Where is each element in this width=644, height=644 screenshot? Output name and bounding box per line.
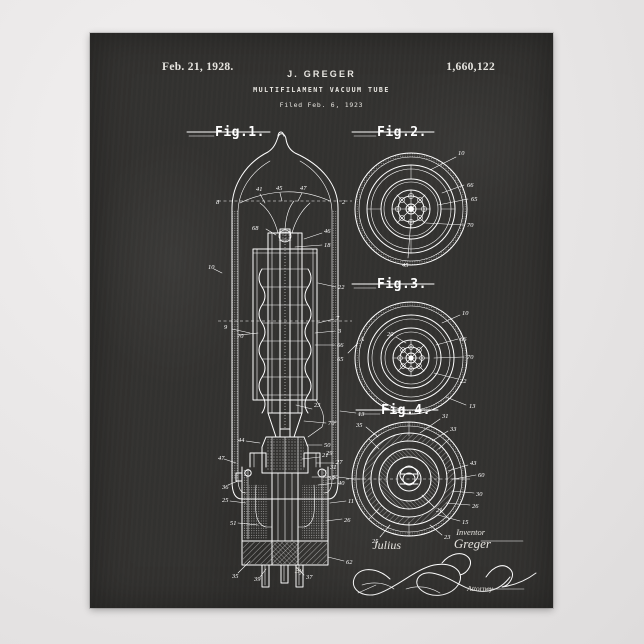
svg-text:47: 47 <box>300 185 307 192</box>
inventor-first: Julius <box>372 538 401 553</box>
svg-text:22: 22 <box>460 378 467 385</box>
svg-text:2: 2 <box>342 199 346 206</box>
svg-text:18: 18 <box>324 242 331 249</box>
svg-text:31: 31 <box>441 413 448 420</box>
svg-text:8: 8 <box>216 199 220 206</box>
by-label: By <box>295 566 303 575</box>
svg-text:35: 35 <box>355 422 362 429</box>
svg-text:41: 41 <box>256 186 262 193</box>
svg-text:13: 13 <box>469 403 475 410</box>
svg-text:66: 66 <box>460 336 467 343</box>
svg-text:26: 26 <box>344 517 351 524</box>
fig2-drawing: 10 66 65 70 45 <box>355 150 477 269</box>
svg-text:35: 35 <box>327 475 334 482</box>
svg-text:26: 26 <box>472 503 479 510</box>
svg-text:11: 11 <box>348 498 354 505</box>
svg-text:70ª: 70ª <box>328 420 337 427</box>
svg-text:37: 37 <box>305 574 313 581</box>
patent-sheet: Feb. 21, 1928. 1,660,122 J. GREGER MULTI… <box>90 33 553 608</box>
svg-text:21: 21 <box>436 507 442 514</box>
svg-text:20: 20 <box>387 331 394 338</box>
svg-text:65: 65 <box>471 196 477 203</box>
svg-text:27: 27 <box>336 459 343 466</box>
svg-text:45: 45 <box>276 185 282 192</box>
svg-text:25: 25 <box>222 497 228 504</box>
svg-text:3: 3 <box>337 328 341 335</box>
svg-text:10: 10 <box>208 264 215 271</box>
inventor-last: Greger <box>454 536 491 552</box>
svg-text:36: 36 <box>221 484 229 491</box>
attorney-label: Attorney <box>467 584 493 593</box>
svg-text:43: 43 <box>470 460 476 467</box>
patent-poster[interactable]: Feb. 21, 1928. 1,660,122 J. GREGER MULTI… <box>90 33 553 608</box>
fig3-caption: Fig.3. <box>352 277 434 292</box>
svg-text:70: 70 <box>467 222 474 229</box>
svg-text:29: 29 <box>326 450 333 457</box>
svg-text:65: 65 <box>337 356 343 363</box>
svg-text:44: 44 <box>238 437 245 444</box>
svg-text:10: 10 <box>458 150 465 157</box>
svg-text:30: 30 <box>475 491 483 498</box>
fig4-drawing: 3133 35 35 4360 3026 15 21 2523 <box>327 413 485 545</box>
svg-text:47: 47 <box>218 455 225 462</box>
svg-text:10: 10 <box>462 310 469 317</box>
fig2-caption: Fig.2. <box>352 125 434 140</box>
patent-drawings: .ln{fill:none;stroke:#ffffff;stroke-widt… <box>90 33 553 608</box>
svg-text:22: 22 <box>338 284 345 291</box>
svg-text:45: 45 <box>402 262 408 269</box>
svg-text:46: 46 <box>324 228 331 235</box>
svg-text:68: 68 <box>252 225 259 232</box>
svg-text:35: 35 <box>231 573 238 580</box>
svg-text:33: 33 <box>449 426 456 433</box>
svg-text:9: 9 <box>224 324 228 331</box>
svg-text:31: 31 <box>329 464 336 471</box>
svg-text:15: 15 <box>462 519 468 526</box>
fig1-caption: Fig.1. <box>187 125 270 140</box>
svg-text:40: 40 <box>338 480 345 487</box>
svg-text:23: 23 <box>444 534 450 541</box>
svg-text:13: 13 <box>358 411 364 418</box>
fig4-caption: Fig.4. <box>356 403 438 418</box>
svg-text:62: 62 <box>346 559 353 566</box>
fig1-drawing: 414547 82 684618 227 36665 970 A 13 10 2… <box>208 132 364 587</box>
svg-text:70: 70 <box>467 354 474 361</box>
svg-text:39: 39 <box>253 576 261 583</box>
svg-text:70: 70 <box>237 333 244 340</box>
svg-text:60: 60 <box>478 472 485 479</box>
svg-text:66: 66 <box>337 342 344 349</box>
fig3-drawing: 10 66 70 22 13 20 <box>355 302 475 414</box>
svg-text:66: 66 <box>467 182 474 189</box>
svg-text:51: 51 <box>230 520 236 527</box>
svg-text:23: 23 <box>314 402 320 409</box>
svg-text:50: 50 <box>324 442 331 449</box>
